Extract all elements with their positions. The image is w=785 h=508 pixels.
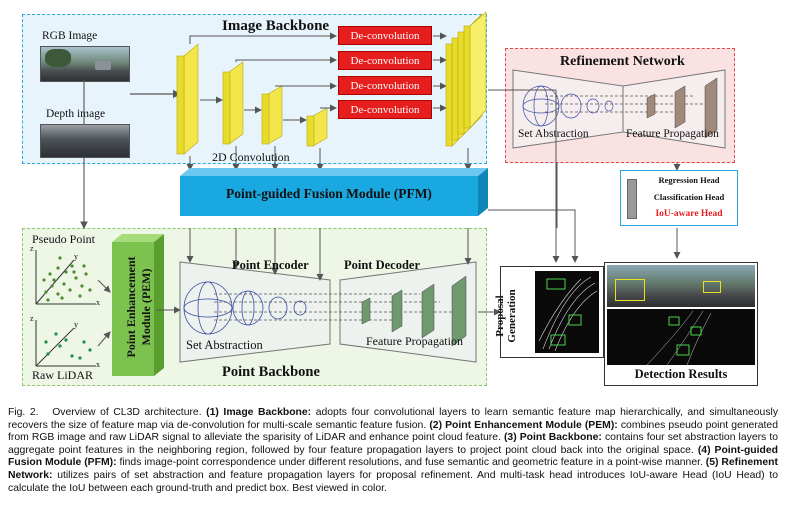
point-decoder-label: Point Decoder xyxy=(344,258,421,272)
pseudo-point-plot xyxy=(35,250,96,305)
caption-p4-head: (4) Point-guided Fusion Module (PFM): xyxy=(8,444,779,469)
point-backbone-title: Point Backbone xyxy=(222,364,320,380)
regression-head-label: Regression Head xyxy=(658,175,720,185)
feature-propagation-label: Feature Propagation xyxy=(366,334,463,348)
axis-x-label-2: x xyxy=(96,360,100,369)
feature-propagation-blocks xyxy=(361,275,467,347)
conv-label: 2D Convolution xyxy=(212,150,290,164)
iou-head-label: IoU-aware Head xyxy=(655,209,723,219)
caption-p5-head: (5) Refinement Network: xyxy=(8,457,778,481)
caption-p1-head: (1) Image Backbone: xyxy=(206,407,312,418)
classification-head-label: Classification Head xyxy=(653,192,725,202)
caption-p1-text: adopts four convolutional layers to lear… xyxy=(8,407,779,431)
caption-p4-text: finds image-point correspondence under d… xyxy=(119,457,703,469)
right-arrows xyxy=(488,89,681,322)
rgb-image-label: RGB Image xyxy=(42,30,98,42)
rgb-car-shape xyxy=(95,61,111,70)
caption-p2-text: combines pseudo point generated from RGB… xyxy=(8,419,778,444)
caption-p3-head: (3) Point Backbone: xyxy=(503,432,602,444)
caption-p5-text: utilizes pairs of set abstraction and fe… xyxy=(8,469,778,494)
pfm-shape xyxy=(180,168,488,216)
pfm-label: Point-guided Fusion Module (PFM) xyxy=(226,186,432,201)
detection-point-cloud xyxy=(607,309,755,366)
conv-block-1 xyxy=(176,43,199,155)
deconv-box-4: De-convolution xyxy=(338,100,432,119)
rgb-image xyxy=(40,46,130,82)
conv-layers xyxy=(80,11,487,230)
conv-block-4 xyxy=(306,107,328,147)
refinement-set-abstraction-label: Set Abstraction xyxy=(518,128,589,140)
pseudo-point-label: Pseudo Point xyxy=(32,232,96,246)
detection-cloud-svg xyxy=(646,310,712,366)
deconv-output-stack xyxy=(445,11,487,147)
detection-results-label: Detection Results xyxy=(634,367,728,381)
detection-box-2 xyxy=(615,279,645,301)
refinement-title: Refinement Network xyxy=(560,54,685,69)
point-encoder-label: Point Encoder xyxy=(232,258,309,272)
depth-image xyxy=(40,124,130,158)
rgb-tree-shape xyxy=(45,49,71,67)
proposal-point-cloud xyxy=(535,271,599,353)
detection-results-box: Detection Results xyxy=(604,262,758,386)
caption-intro: Overview of CL3D architecture. xyxy=(52,407,202,418)
set-abstraction-label: Set Abstraction xyxy=(186,338,263,352)
pem-block xyxy=(112,234,164,376)
detection-rgb-image xyxy=(607,265,755,307)
figure-caption: Fig. 2. Overview of CL3D architecture. (… xyxy=(8,407,778,495)
conv-block-2 xyxy=(222,61,244,145)
caption-fig-number: Fig. 2. xyxy=(8,407,39,418)
detection-box-1 xyxy=(703,281,721,293)
axis-y-label-2: y xyxy=(74,320,78,329)
raw-lidar-label: Raw LiDAR xyxy=(32,368,93,382)
deconv-box-2: De-convolution xyxy=(338,51,432,70)
axis-x-label-1: x xyxy=(96,298,100,307)
axis-z-label-1: z xyxy=(30,244,34,253)
head-stack-icon xyxy=(627,179,637,219)
image-backbone-title: Image Backbone xyxy=(222,18,330,34)
proposal-generation-label: Proposal Generation xyxy=(494,289,518,343)
raw-lidar-plot xyxy=(35,320,96,367)
axis-z-label-2: z xyxy=(30,314,34,323)
deconv-box-1: De-convolution xyxy=(338,26,432,45)
conv-block-3 xyxy=(261,85,283,145)
refinement-feature-propagation-label: Feature Propagation xyxy=(626,128,719,140)
caption-p3-text: contains four set abstraction layers to … xyxy=(8,432,778,456)
proposal-cloud-svg xyxy=(538,276,598,352)
depth-image-label: Depth image xyxy=(46,108,106,120)
point-backbone-diagram xyxy=(35,228,501,376)
deconv-box-3: De-convolution xyxy=(338,76,432,95)
proposal-generation-box xyxy=(500,266,604,358)
axis-y-label-1: y xyxy=(74,252,78,261)
multi-task-heads: Regression Head Classification Head IoU-… xyxy=(620,170,738,226)
set-abstraction-spheres xyxy=(183,281,307,335)
caption-p2-head: (2) Point Enhancement Module (PEM): xyxy=(429,419,618,431)
decoder-trapezoid xyxy=(339,261,477,363)
